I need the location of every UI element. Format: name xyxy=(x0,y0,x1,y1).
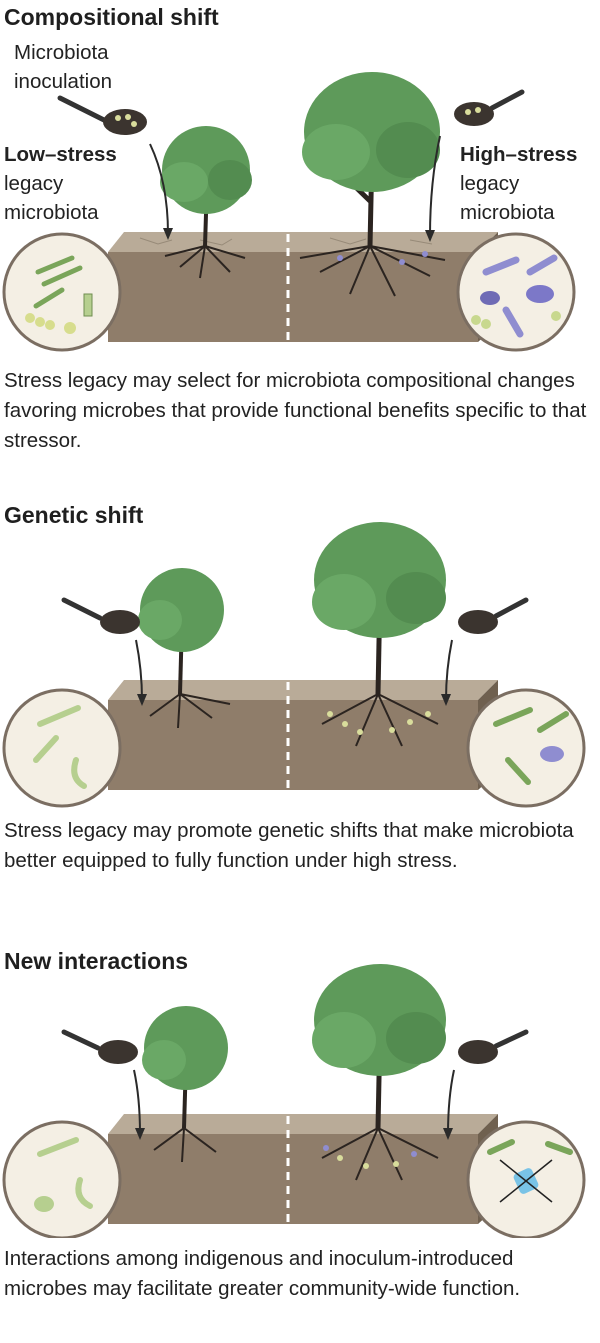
inoculation-scoop-left xyxy=(61,1029,145,1140)
soil-block xyxy=(108,1114,498,1224)
panel-new-interactions: New interactions xyxy=(0,944,600,1343)
inoculation-scoop-left xyxy=(57,95,173,240)
inoculation-scoop-right xyxy=(425,89,525,242)
panel-title: New interactions xyxy=(4,948,189,974)
panel-caption: Stress legacy may promote genetic shifts… xyxy=(4,819,574,872)
panel-caption: Interactions among indigenous and inocul… xyxy=(4,1247,521,1300)
microbe-circle-low-stress xyxy=(2,1120,122,1238)
panel-caption: Stress legacy may select for microbiota … xyxy=(4,369,587,452)
low-stress-label: Low–stress legacy microbiota xyxy=(4,140,117,227)
microbe-circle-low-stress xyxy=(2,232,122,352)
panel-title: Compositional shift xyxy=(4,4,219,30)
tree-low-stress xyxy=(160,126,252,279)
soil-block xyxy=(108,232,498,342)
high-stress-line3: microbiota xyxy=(460,201,555,224)
tree-high-stress xyxy=(312,522,446,747)
panel-compositional-shift: Compositional shift Microbiota inoculati… xyxy=(0,0,600,460)
low-stress-line2: legacy xyxy=(4,172,64,195)
inoculation-label-line2: inoculation xyxy=(14,70,113,93)
low-stress-title: Low–stress xyxy=(4,143,117,166)
microbe-circle-high-stress xyxy=(466,688,586,808)
soil-block xyxy=(108,680,498,790)
inoculation-scoop-left xyxy=(61,597,147,706)
tree-high-stress xyxy=(312,964,446,1181)
low-stress-line3: microbiota xyxy=(4,201,99,224)
tree-low-stress xyxy=(142,1006,228,1163)
tree-high-stress xyxy=(299,72,446,297)
microbe-circle-high-stress xyxy=(456,232,576,352)
microbe-circle-high-stress xyxy=(466,1120,586,1238)
high-stress-title: High–stress xyxy=(460,143,578,166)
genetic-shift-illustration xyxy=(2,522,586,808)
inoculation-scoop-right xyxy=(443,1029,529,1140)
high-stress-label: High–stress legacy microbiota xyxy=(460,140,577,227)
microbe-circle-low-stress xyxy=(2,688,122,808)
compositional-shift-illustration xyxy=(2,72,576,352)
high-stress-line2: legacy xyxy=(460,172,520,195)
inoculation-scoop-right xyxy=(441,597,529,706)
panel-genetic-shift: Genetic shift xyxy=(0,500,600,920)
tree-low-stress xyxy=(138,568,231,729)
panel-title: Genetic shift xyxy=(4,502,144,528)
inoculation-label-line1: Microbiota xyxy=(14,41,109,64)
inoculation-label: Microbiota inoculation xyxy=(14,38,112,96)
new-interactions-illustration xyxy=(2,964,586,1238)
